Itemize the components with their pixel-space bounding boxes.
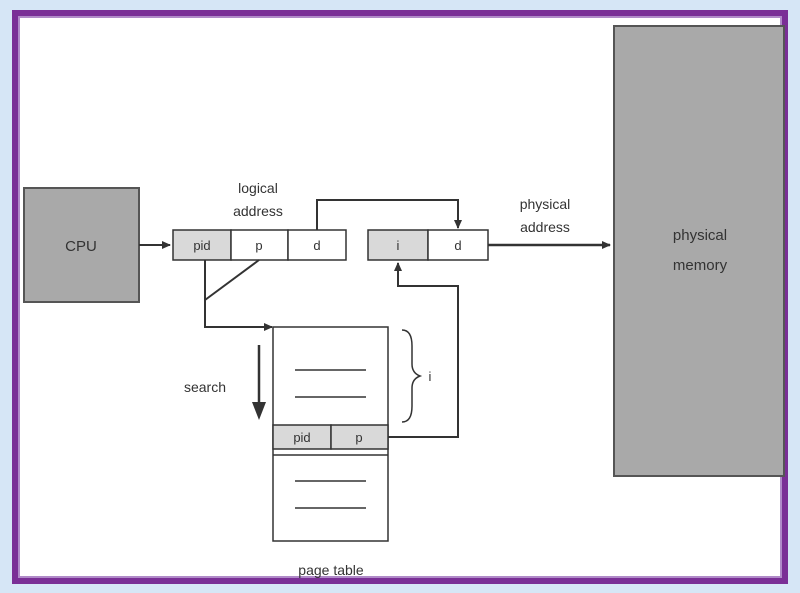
page-table: pid p [272, 326, 389, 542]
logical-field-d: d [313, 238, 320, 253]
search-arrow-icon [252, 402, 266, 420]
physical-field-d: d [454, 238, 461, 253]
logical-field-pid: pid [193, 238, 210, 253]
table-entry-pid-cell [272, 424, 332, 450]
physical-field-i: i [397, 238, 400, 253]
physical-address-label-2: address [520, 219, 570, 235]
logical-address-label-2: address [233, 203, 283, 219]
physical-memory-label-1: physical [673, 227, 727, 244]
physical-memory: physical memory [613, 25, 785, 477]
index-label: i [429, 369, 432, 384]
search-indicator: search [184, 345, 266, 420]
index-brace: i [401, 329, 432, 423]
offset-copy-arrow [316, 199, 462, 230]
search-label: search [184, 379, 226, 395]
logical-field-p: p [255, 238, 262, 253]
lookup-to-table-arrow [204, 300, 273, 331]
physical-memory-label-2: memory [673, 257, 728, 274]
table-entry-p-cell [330, 424, 389, 450]
brace-icon [401, 329, 423, 423]
page-table-label: page table [298, 562, 364, 578]
table-entry-pid: pid [293, 430, 310, 445]
table-entry-p: p [355, 430, 362, 445]
logical-address-register: pid p d [172, 229, 347, 261]
cpu-label: CPU [65, 238, 97, 255]
physical-address-label-1: physical [520, 196, 571, 212]
physical-address-register: i d [367, 229, 489, 261]
p-lookup-line [204, 259, 260, 301]
logical-address-label-1: logical [238, 180, 278, 196]
cpu-box: CPU [23, 187, 140, 303]
entry-to-physical-arrow [388, 262, 459, 438]
